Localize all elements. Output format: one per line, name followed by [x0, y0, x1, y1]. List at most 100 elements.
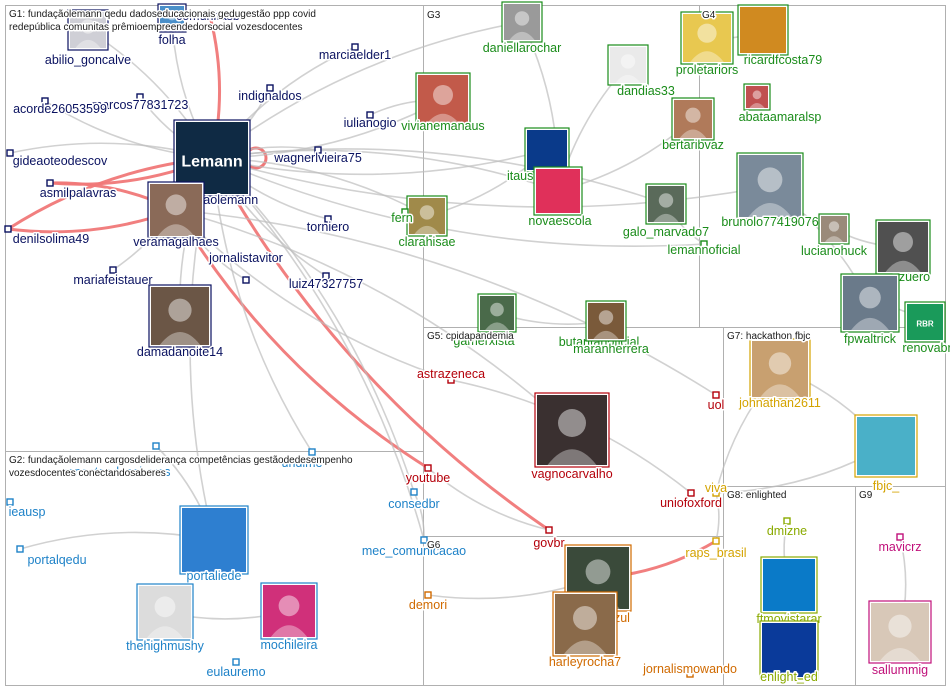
nova-escola-logo-icon: [536, 169, 580, 213]
node-mariafeist[interactable]: mariafeistauer: [72, 266, 154, 289]
node-label: demori: [409, 598, 447, 612]
group-caption-line2-g1: redepública comunitas prêmioempreendedor…: [9, 22, 303, 33]
node-vagno[interactable]: vagnocarvalho: [530, 392, 614, 483]
group-captions: G1: fundaçãolemann qedu dadoseducacionai…: [8, 8, 875, 553]
avatar-head-shape: [757, 167, 783, 193]
node-jornalismowando[interactable]: jornalismowando: [641, 661, 738, 678]
node-marker: [366, 111, 374, 119]
node-proletariors[interactable]: proletariors: [674, 11, 740, 79]
node-gamerxista[interactable]: gamerxista: [452, 293, 517, 350]
node-portalqedu[interactable]: portalqedu: [16, 545, 88, 569]
avatar-head-shape: [585, 559, 611, 585]
node-denil[interactable]: denilsolima49: [4, 225, 91, 248]
node-label: harleyrocha7: [549, 655, 621, 669]
avatar-head-shape: [154, 596, 176, 618]
node-demori[interactable]: demori: [407, 591, 449, 614]
avatar-icon: [610, 47, 646, 83]
lightbulb-logo-icon: [857, 417, 915, 475]
node-daniella[interactable]: daniellarochar: [481, 1, 563, 57]
node-undime[interactable]: undime: [280, 448, 324, 472]
node-maran[interactable]: maranherrera: [572, 300, 650, 358]
node-raps[interactable]: raps_brasil: [684, 537, 748, 562]
node-vivianem[interactable]: vivianemanaus: [400, 72, 486, 135]
edge-lemann-mec: [211, 157, 425, 541]
node-luliano[interactable]: iulianogio: [342, 111, 398, 132]
node-label: iulianogio: [344, 116, 397, 130]
node-ricardo[interactable]: ricardfcosta79: [737, 4, 824, 69]
node-indignaldos[interactable]: indignaldos: [237, 84, 303, 105]
node-label: lemannoficial: [668, 243, 741, 257]
node-label: luiz47327757: [289, 277, 363, 291]
node-acorde[interactable]: acorde26053599: [12, 97, 108, 118]
node-vera[interactable]: veramagalhaes: [132, 181, 220, 251]
node-mec[interactable]: mec_comunicacao: [360, 536, 468, 560]
node-portaliede[interactable]: portaliede: [179, 505, 249, 585]
node-abilio[interactable]: abilio_goncalve: [43, 9, 133, 69]
node-ftmovistar[interactable]: ftmovistarar: [755, 556, 823, 628]
node-label: undime: [282, 456, 323, 470]
book-logo-icon: [182, 508, 246, 572]
node-label: veramagalhaes: [133, 235, 218, 249]
edge-vera-vagno: [175, 209, 573, 431]
node-brunolo[interactable]: brunolo77419076: [720, 152, 820, 231]
node-sallummig[interactable]: sallummig: [868, 600, 932, 679]
node-enlight[interactable]: enlight_ed: [759, 620, 819, 686]
edge-raps-viva: [715, 492, 720, 542]
node-novaescola[interactable]: novaescola: [527, 166, 593, 230]
node-fbjc[interactable]: fbjc_: [854, 414, 918, 495]
node-ieausp[interactable]: ieausp: [6, 498, 47, 521]
node-luiz[interactable]: luiz47327757: [287, 272, 365, 293]
node-govbr[interactable]: govbr: [532, 526, 566, 552]
node-astrazeneca[interactable]: astrazeneca: [415, 366, 487, 384]
node-lemannofic[interactable]: lemannoficial: [666, 240, 742, 259]
node-dandias[interactable]: dandias33: [607, 44, 676, 100]
node-lucianohuck[interactable]: lucianohuck: [799, 213, 869, 260]
node-dama[interactable]: damadanoite14: [135, 284, 225, 361]
node-youtube[interactable]: youtube: [404, 464, 452, 487]
node-fpwaltrick[interactable]: fpwaltrick: [840, 273, 900, 348]
node-viva[interactable]: viva: [703, 480, 729, 497]
avatar-body-shape: [653, 213, 679, 222]
node-marker: [6, 498, 14, 506]
group-caption-g7: G7: hackathon fbjc: [727, 331, 810, 342]
node-marcielder[interactable]: marciaelder1: [317, 43, 393, 64]
node-torniero[interactable]: torniero: [305, 215, 351, 236]
node-wagner[interactable]: wagnerlvieira75: [272, 146, 363, 167]
node-uniofoxford[interactable]: uniofoxford: [659, 489, 723, 512]
avatar-body-shape: [159, 331, 201, 345]
avatar-icon: [555, 594, 615, 654]
node-asmil[interactable]: asmilpalavras: [38, 179, 118, 202]
node-abataam[interactable]: abataamaralsp: [737, 83, 823, 126]
avatar-head-shape: [888, 614, 912, 638]
node-clarahisae[interactable]: clarahisae: [397, 195, 457, 251]
node-bertarib[interactable]: bertaribvaz: [661, 97, 725, 154]
node-folha[interactable]: folha: [157, 3, 187, 49]
node-jornalista[interactable]: jornalistavitor: [207, 250, 284, 284]
node-azuero[interactable]: azuero: [875, 219, 932, 286]
node-johnathan[interactable]: johnathan2611: [737, 338, 822, 412]
node-marker: [447, 376, 455, 384]
node-fern[interactable]: fern: [390, 208, 414, 227]
node-highmushy[interactable]: thehighmushy: [125, 583, 206, 655]
node-label: fern: [391, 211, 413, 225]
node-galo[interactable]: galo_marvado7: [621, 183, 711, 241]
node-coneeduc[interactable]: conectandosaberes: [60, 442, 172, 481]
node-eulauremo[interactable]: eulauremo: [205, 658, 267, 681]
node-mochileira[interactable]: mochileira: [259, 582, 319, 654]
node-label: ricardfcosta79: [744, 53, 823, 67]
group-caption-g3: G3: [427, 10, 441, 21]
node-comunitasbr[interactable]: comunitasbr: [174, 8, 245, 25]
node-mavicrz[interactable]: mavicrz: [877, 533, 923, 556]
node-dmizne[interactable]: dmizne: [765, 517, 809, 540]
node-harley[interactable]: harleyrocha7: [547, 591, 623, 671]
node-marcos[interactable]: marcos77831723: [90, 93, 190, 114]
node-label: portaliede: [187, 569, 242, 583]
node-uol[interactable]: uol: [706, 391, 726, 414]
node-gideao[interactable]: gideaoteodescov: [6, 149, 110, 170]
avatar-body-shape: [163, 24, 181, 30]
avatar-icon: [746, 86, 768, 108]
node-consedbr[interactable]: consedbr: [387, 488, 441, 513]
